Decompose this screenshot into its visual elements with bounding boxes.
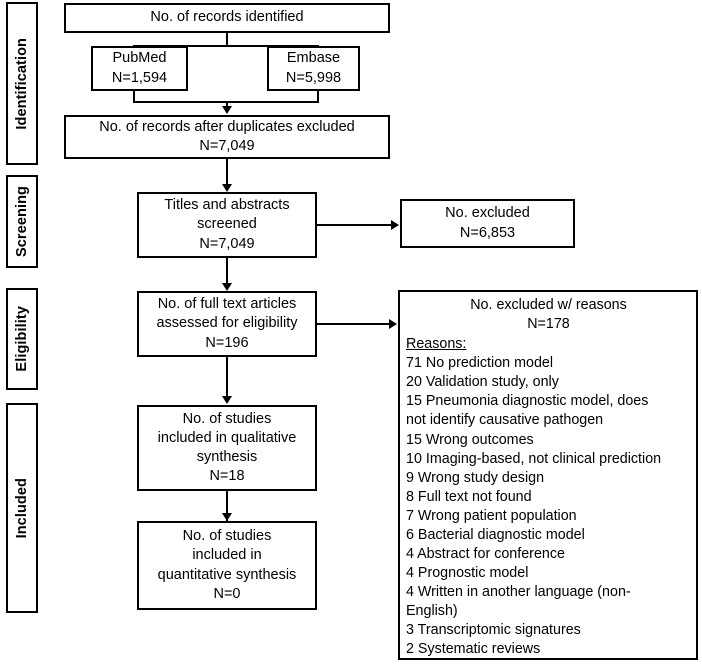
box-pubmed: PubMed N=1,594 bbox=[91, 46, 188, 91]
box-embase-line-0: Embase bbox=[286, 50, 341, 67]
reasons-header-line-0: No. excluded w/ reasons bbox=[470, 297, 627, 313]
box-full-text-assessed-line-2: N=196 bbox=[205, 334, 249, 351]
reasons-list: 71 No prediction model 20 Validation stu… bbox=[406, 354, 691, 658]
connector-fulltext-to-reasons bbox=[317, 323, 391, 325]
stage-label-included-text: Included bbox=[14, 477, 30, 539]
stage-label-identification: Identification bbox=[6, 2, 38, 165]
box-records-identified-line-0: No. of records identified bbox=[150, 9, 304, 26]
box-records-after-duplicates-line-1: N=7,049 bbox=[199, 138, 255, 154]
connector-embase-to-merge bbox=[317, 91, 319, 102]
reason-item: 4 Written in another language (non- bbox=[406, 584, 631, 601]
box-embase: Embase N=5,998 bbox=[267, 46, 360, 91]
arrowhead-into-fulltext-icon bbox=[222, 283, 232, 291]
reason-item: 15 Pneumonia diagnostic model, does bbox=[406, 393, 649, 410]
reason-item: 2 Systematic reviews bbox=[406, 641, 541, 658]
reason-item: English) bbox=[406, 603, 458, 620]
box-quantitative-synthesis-line-1: included in bbox=[192, 547, 262, 564]
reason-item: 10 Imaging-based, not clinical predictio… bbox=[406, 450, 662, 467]
box-titles-abstracts-screened-line-2: N=7,049 bbox=[199, 235, 255, 252]
reasons-label: Reasons: bbox=[406, 336, 467, 353]
reason-item: 4 Prognostic model bbox=[406, 565, 529, 582]
stage-label-screening: Screening bbox=[6, 175, 38, 268]
arrowhead-into-screened-icon bbox=[222, 184, 232, 192]
box-qualitative-synthesis-line-2: synthesis bbox=[196, 449, 258, 465]
connector-pubmed-to-merge bbox=[133, 91, 135, 102]
box-titles-abstracts-screened: Titles and abstracts screened N=7,049 bbox=[137, 192, 317, 258]
arrowhead-into-excluded-icon bbox=[391, 220, 399, 230]
stage-label-included: Included bbox=[6, 403, 38, 613]
box-records-identified: No. of records identified bbox=[64, 3, 390, 33]
reason-item: 3 Transcriptomic signatures bbox=[406, 622, 581, 639]
arrowhead-into-reasons-icon bbox=[389, 319, 397, 329]
box-excluded-screening-line-1: N=6,853 bbox=[459, 224, 516, 241]
box-excluded-screening: No. excluded N=6,853 bbox=[400, 199, 575, 248]
reasons-header-line-1: N=178 bbox=[527, 316, 570, 333]
box-embase-line-1: N=5,998 bbox=[285, 69, 342, 86]
reason-item: 9 Wrong study design bbox=[406, 469, 545, 486]
reason-item: 4 Abstract for conference bbox=[406, 546, 565, 563]
stage-label-eligibility: Eligibility bbox=[6, 288, 38, 390]
box-full-text-assessed-line-0: No. of full text articles bbox=[157, 296, 297, 313]
connector-fulltext-to-qualitative bbox=[226, 357, 228, 401]
arrowhead-into-duplicates-icon bbox=[222, 106, 232, 114]
reason-item: 20 Validation study, only bbox=[406, 374, 559, 391]
arrowhead-into-quantitative-icon bbox=[222, 513, 232, 521]
box-excluded-with-reasons: No. excluded w/ reasons N=178 Reasons: 7… bbox=[398, 290, 698, 660]
connector-duplicates-to-screened bbox=[226, 159, 228, 187]
box-quantitative-synthesis-line-0: No. of studies bbox=[182, 528, 272, 545]
box-quantitative-synthesis-line-3: N=0 bbox=[213, 585, 241, 602]
box-qualitative-synthesis-line-0: No. of studies bbox=[182, 410, 272, 427]
reason-item: not identify causative pathogen bbox=[406, 412, 604, 429]
reasons-header: No. excluded w/ reasons N=178 bbox=[406, 296, 691, 334]
reason-item: 8 Full text not found bbox=[406, 488, 532, 505]
box-records-after-duplicates-line-0: No. of records after duplicates excluded bbox=[99, 118, 355, 135]
box-qualitative-synthesis-line-1: included in qualitative bbox=[157, 429, 297, 446]
connector-qualitative-to-quantitative bbox=[226, 491, 228, 524]
connector-split-horizontal-top bbox=[133, 45, 319, 47]
box-full-text-assessed: No. of full text articles assessed for e… bbox=[137, 291, 317, 357]
box-quantitative-synthesis-line-2: quantitative synthesis bbox=[157, 566, 297, 583]
connector-merge-to-duplicates bbox=[226, 101, 228, 109]
box-full-text-assessed-line-1: assessed for eligibility bbox=[156, 315, 298, 332]
box-pubmed-line-0: PubMed bbox=[112, 50, 167, 67]
box-excluded-screening-line-0: No. excluded bbox=[445, 205, 530, 222]
box-titles-abstracts-screened-line-0: Titles and abstracts bbox=[164, 197, 290, 214]
reason-item: 71 No prediction model bbox=[406, 355, 554, 372]
box-titles-abstracts-screened-line-1: screened bbox=[197, 216, 257, 233]
stage-label-eligibility-text: Eligibility bbox=[14, 306, 30, 372]
connector-screened-to-fulltext bbox=[226, 258, 228, 287]
arrowhead-into-qualitative-icon bbox=[222, 396, 232, 404]
connector-identified-to-split bbox=[226, 33, 228, 45]
box-quantitative-synthesis: No. of studies included in quantitative … bbox=[137, 521, 317, 610]
reason-item: 15 Wrong outcomes bbox=[406, 431, 534, 448]
reason-item: 6 Bacterial diagnostic model bbox=[406, 526, 585, 543]
stage-label-identification-text: Identification bbox=[14, 37, 30, 130]
box-qualitative-synthesis-line-3: N=18 bbox=[209, 468, 245, 485]
box-qualitative-synthesis: No. of studies included in qualitative s… bbox=[137, 405, 317, 491]
reason-item: 7 Wrong patient population bbox=[406, 507, 577, 524]
box-records-after-duplicates: No. of records after duplicates excluded… bbox=[64, 115, 390, 159]
box-pubmed-line-1: N=1,594 bbox=[111, 69, 168, 86]
stage-label-screening-text: Screening bbox=[14, 185, 30, 257]
connector-screened-to-excluded bbox=[317, 224, 393, 226]
